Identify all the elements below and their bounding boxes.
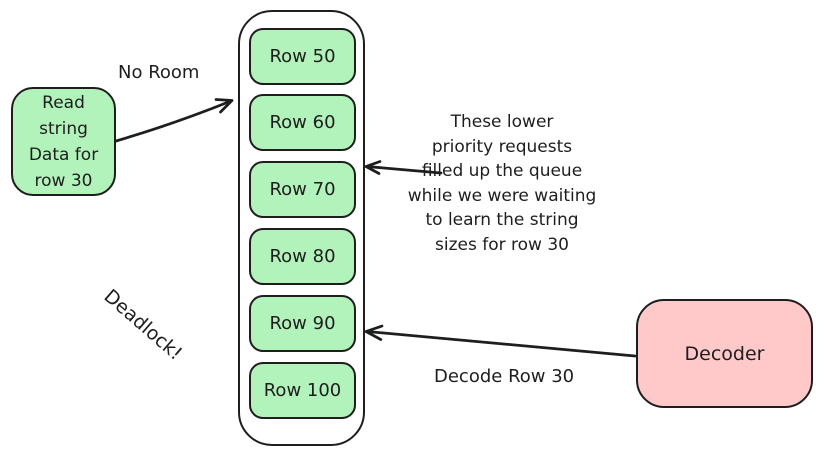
decode-row-30-label: Decode Row 30 [434, 366, 575, 387]
queue-row-50: Row 50 [249, 28, 356, 85]
queue-row-90: Row 90 [249, 295, 356, 352]
deadlock-label: Deadlock! [99, 285, 187, 365]
queue-row-70: Row 70 [249, 161, 356, 218]
read-request-box: Read string Data for row 30 [11, 87, 116, 196]
queue-note-annotation: These lower priority requests filled up … [407, 112, 597, 255]
no-room-arrow [114, 98, 234, 143]
no-room-label: No Room [118, 62, 200, 83]
queue-container: Row 50 Row 60 Row 70 Row 80 Row 90 Row 1… [238, 10, 365, 446]
decode-arrow [364, 324, 637, 358]
queue-row-80: Row 80 [249, 228, 356, 285]
queue-row-100: Row 100 [249, 362, 356, 419]
queue-row-60: Row 60 [249, 94, 356, 151]
decoder-box: Decoder [636, 299, 813, 408]
